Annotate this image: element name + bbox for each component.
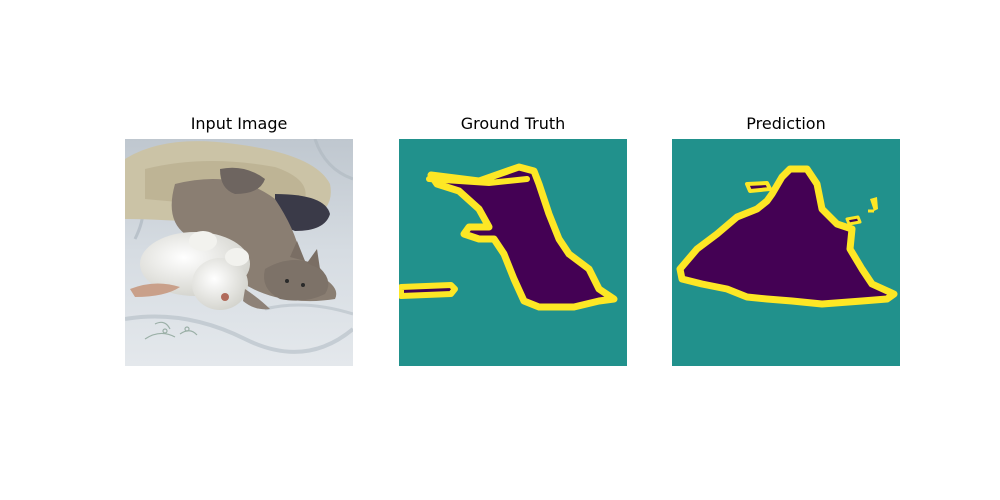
prediction-mask [672, 139, 900, 366]
ground-truth-mask [399, 139, 627, 366]
input-image [125, 139, 353, 366]
title-input-image: Input Image [190, 114, 288, 133]
title-prediction: Prediction [746, 114, 826, 133]
title-ground-truth: Ground Truth [460, 114, 566, 133]
